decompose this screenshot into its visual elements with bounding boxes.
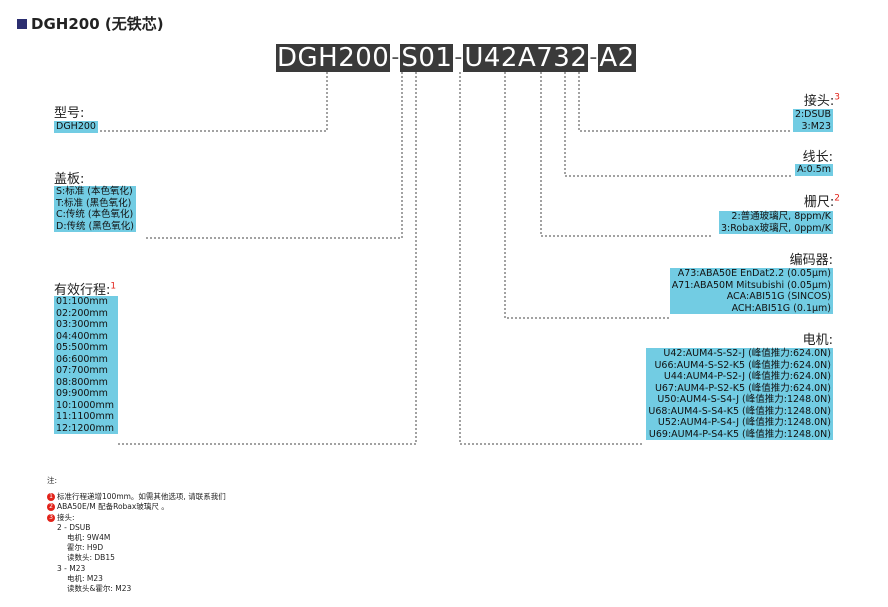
motor-option: U50:AUM4-S-S4-J (峰值推力:1248.0N) [657, 394, 831, 405]
notes-title: 注: [47, 476, 58, 485]
stroke-option: 08:800mm [56, 376, 108, 388]
code-segment-cover-stroke: S01 [400, 43, 454, 73]
header-square-icon [17, 19, 27, 29]
cover-option: T:标准 (黑色氧化) [56, 197, 132, 209]
note-marker-icon: 3 [834, 92, 840, 103]
stroke-option: 11:1100mm [56, 411, 114, 422]
leader-line-scale [540, 72, 711, 237]
note-number-icon: 2 [47, 503, 55, 512]
motor-label: 电机: [802, 333, 833, 348]
connector-option: 2:DSUB [794, 109, 831, 120]
cover-label: 盖板: [54, 172, 85, 187]
leader-line-connector [578, 72, 790, 132]
encoder-options: A73:ABA50E EnDat2.2 (0.05μm) A71:ABA50M … [669, 268, 833, 314]
note-text: 接头: [57, 512, 75, 522]
note-sub: 3 - M23 [57, 563, 86, 573]
motor-option: U69:AUM4-P-S4-K5 (峰值推力:1248.0N) [648, 428, 831, 440]
motor-option: U52:AUM4-P-S4-J (峰值推力:1248.0N) [657, 417, 831, 428]
encoder-option: A71:ABA50M Mitsubishi (0.05μm) [671, 279, 831, 291]
stroke-options: 01:100mm 02:200mm 03:300mm 04:400mm 05:5… [54, 296, 118, 434]
stroke-option: 10:1000mm [56, 399, 114, 411]
model-label: 型号: [54, 106, 85, 121]
note-text: 标准行程递增100mm。如需其他选项, 请联系我们 [57, 492, 226, 502]
connector-option: 3:M23 [801, 120, 831, 132]
note-sub: 霍尔: H9D [67, 543, 104, 553]
note-marker-icon: 2 [834, 193, 840, 204]
connector-options: 2:DSUB 3:M23 [792, 109, 833, 132]
encoder-option: ACH:ABI51G (0.1μm) [731, 302, 831, 314]
stroke-option: 07:700mm [56, 365, 108, 376]
note-sub: 2 - DSUB [57, 522, 91, 532]
cover-option: S:标准 (本色氧化) [56, 186, 133, 197]
note-marker-icon: 1 [110, 281, 117, 292]
connector-label-text: 接头: [803, 94, 835, 109]
motor-option: U44:AUM4-P-S2-J (峰值推力:624.0N) [663, 371, 831, 382]
scale-label-text: 栅尺: [803, 195, 835, 210]
note-number-icon: 3 [47, 513, 55, 522]
code-segment-connector: A2 [598, 43, 636, 73]
stroke-label: 有效行程:1 [54, 279, 116, 298]
scale-label: 栅尺:2 [804, 191, 840, 210]
motor-option: U68:AUM4-S-S4-K5 (峰值推力:1248.0N) [648, 405, 831, 417]
code-separator: - [589, 45, 598, 70]
model-options: DGH200 [54, 121, 98, 133]
code-separator: - [454, 45, 463, 70]
cover-option: C:传统 (本色氧化) [56, 209, 134, 220]
note-sub: 电机: 9W4M [67, 533, 111, 543]
stroke-option: 09:900mm [56, 388, 108, 399]
note-sub: 读数头: DB15 [67, 553, 115, 563]
motor-option: U67:AUM4-P-S2-K5 (峰值推力:624.0N) [654, 382, 831, 394]
scale-option: 2:普通玻璃尺, 8ppm/K [731, 211, 831, 222]
stroke-label-text: 有效行程: [54, 283, 111, 298]
code-segment-model: DGH200 [276, 43, 391, 73]
scale-option: 3:Robax玻璃尺, 0ppm/K [720, 222, 831, 234]
scale-options: 2:普通玻璃尺, 8ppm/K 3:Robax玻璃尺, 0ppm/K [718, 211, 833, 234]
note-number-icon: 1 [47, 493, 55, 502]
cover-option: D:传统 (黑色氧化) [56, 220, 134, 232]
cable-option: A:0.5m [797, 164, 831, 175]
cover-options: S:标准 (本色氧化) T:标准 (黑色氧化) C:传统 (本色氧化) D:传统… [54, 186, 136, 232]
leader-line-motor [459, 72, 642, 445]
encoder-option: A73:ABA50E EnDat2.2 (0.05μm) [677, 268, 831, 279]
part-code: DGH200 - S01 - U42A732 - A2 [276, 44, 636, 72]
encoder-label: 编码器: [789, 253, 833, 268]
motor-option: U42:AUM4-S-S2-J (峰值推力:624.0N) [663, 348, 831, 359]
note-sub: 电机: M23 [67, 573, 103, 583]
page-title: DGH200 (无铁芯) [31, 15, 164, 33]
leader-line-cover [144, 72, 403, 239]
code-segment-motor-encoder-scale-cable: U42A732 [463, 43, 589, 73]
leader-line-model [100, 72, 328, 132]
motor-options: U42:AUM4-S-S2-J (峰值推力:624.0N) U66:AUM4-S… [646, 348, 833, 440]
stroke-option: 06:600mm [56, 353, 108, 365]
stroke-option: 05:500mm [56, 342, 108, 353]
cable-options: A:0.5m [795, 164, 833, 176]
connector-label: 接头:3 [804, 90, 840, 109]
code-separator: - [391, 45, 400, 70]
cable-label: 线长: [802, 150, 833, 165]
encoder-option: ACA:ABI51G (SINCOS) [726, 291, 831, 302]
note-text: ABA50E/M 配备Robax玻璃尺 。 [57, 502, 169, 512]
stroke-option: 12:1200mm [56, 422, 114, 434]
leader-line-stroke [118, 72, 417, 445]
stroke-option: 04:400mm [56, 330, 108, 342]
stroke-option: 02:200mm [56, 307, 108, 319]
motor-option: U66:AUM4-S-S2-K5 (峰值推力:624.0N) [654, 359, 831, 371]
leader-line-encoder [504, 72, 670, 319]
note-sub: 读数头&霍尔: M23 [67, 584, 132, 594]
stroke-option: 03:300mm [56, 319, 108, 330]
model-option: DGH200 [56, 121, 96, 132]
leader-line-cable [564, 72, 792, 177]
stroke-option: 01:100mm [56, 296, 108, 307]
